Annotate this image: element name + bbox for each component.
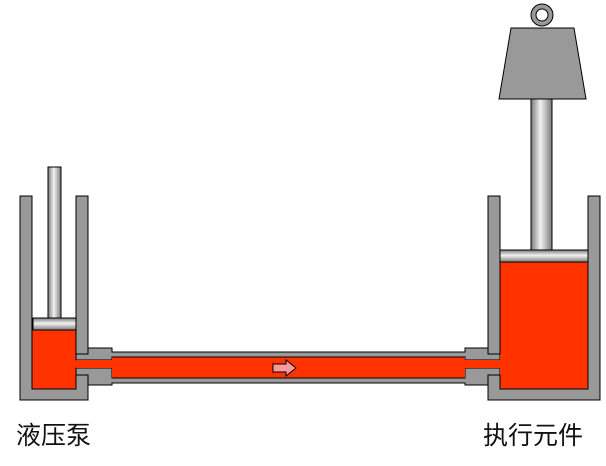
actuator-assembly: [487, 3, 601, 401]
pump-piston: [32, 317, 77, 331]
actuator-piston: [499, 249, 589, 263]
pump-label: 液压泵: [16, 421, 92, 450]
pump-assembly: [19, 166, 89, 401]
arrow-right-icon: [272, 358, 297, 378]
actuator-rod: [530, 98, 553, 251]
load-weight: [498, 27, 587, 100]
pump-fluid: [32, 330, 76, 389]
ring-icon: [530, 3, 554, 27]
actuator-fluid: [500, 262, 588, 389]
actuator-label: 执行元件: [483, 421, 584, 450]
pump-plunger-rod: [47, 166, 62, 319]
pipe-assembly: [75, 347, 501, 386]
actuator-cylinder-wall: [487, 195, 601, 401]
